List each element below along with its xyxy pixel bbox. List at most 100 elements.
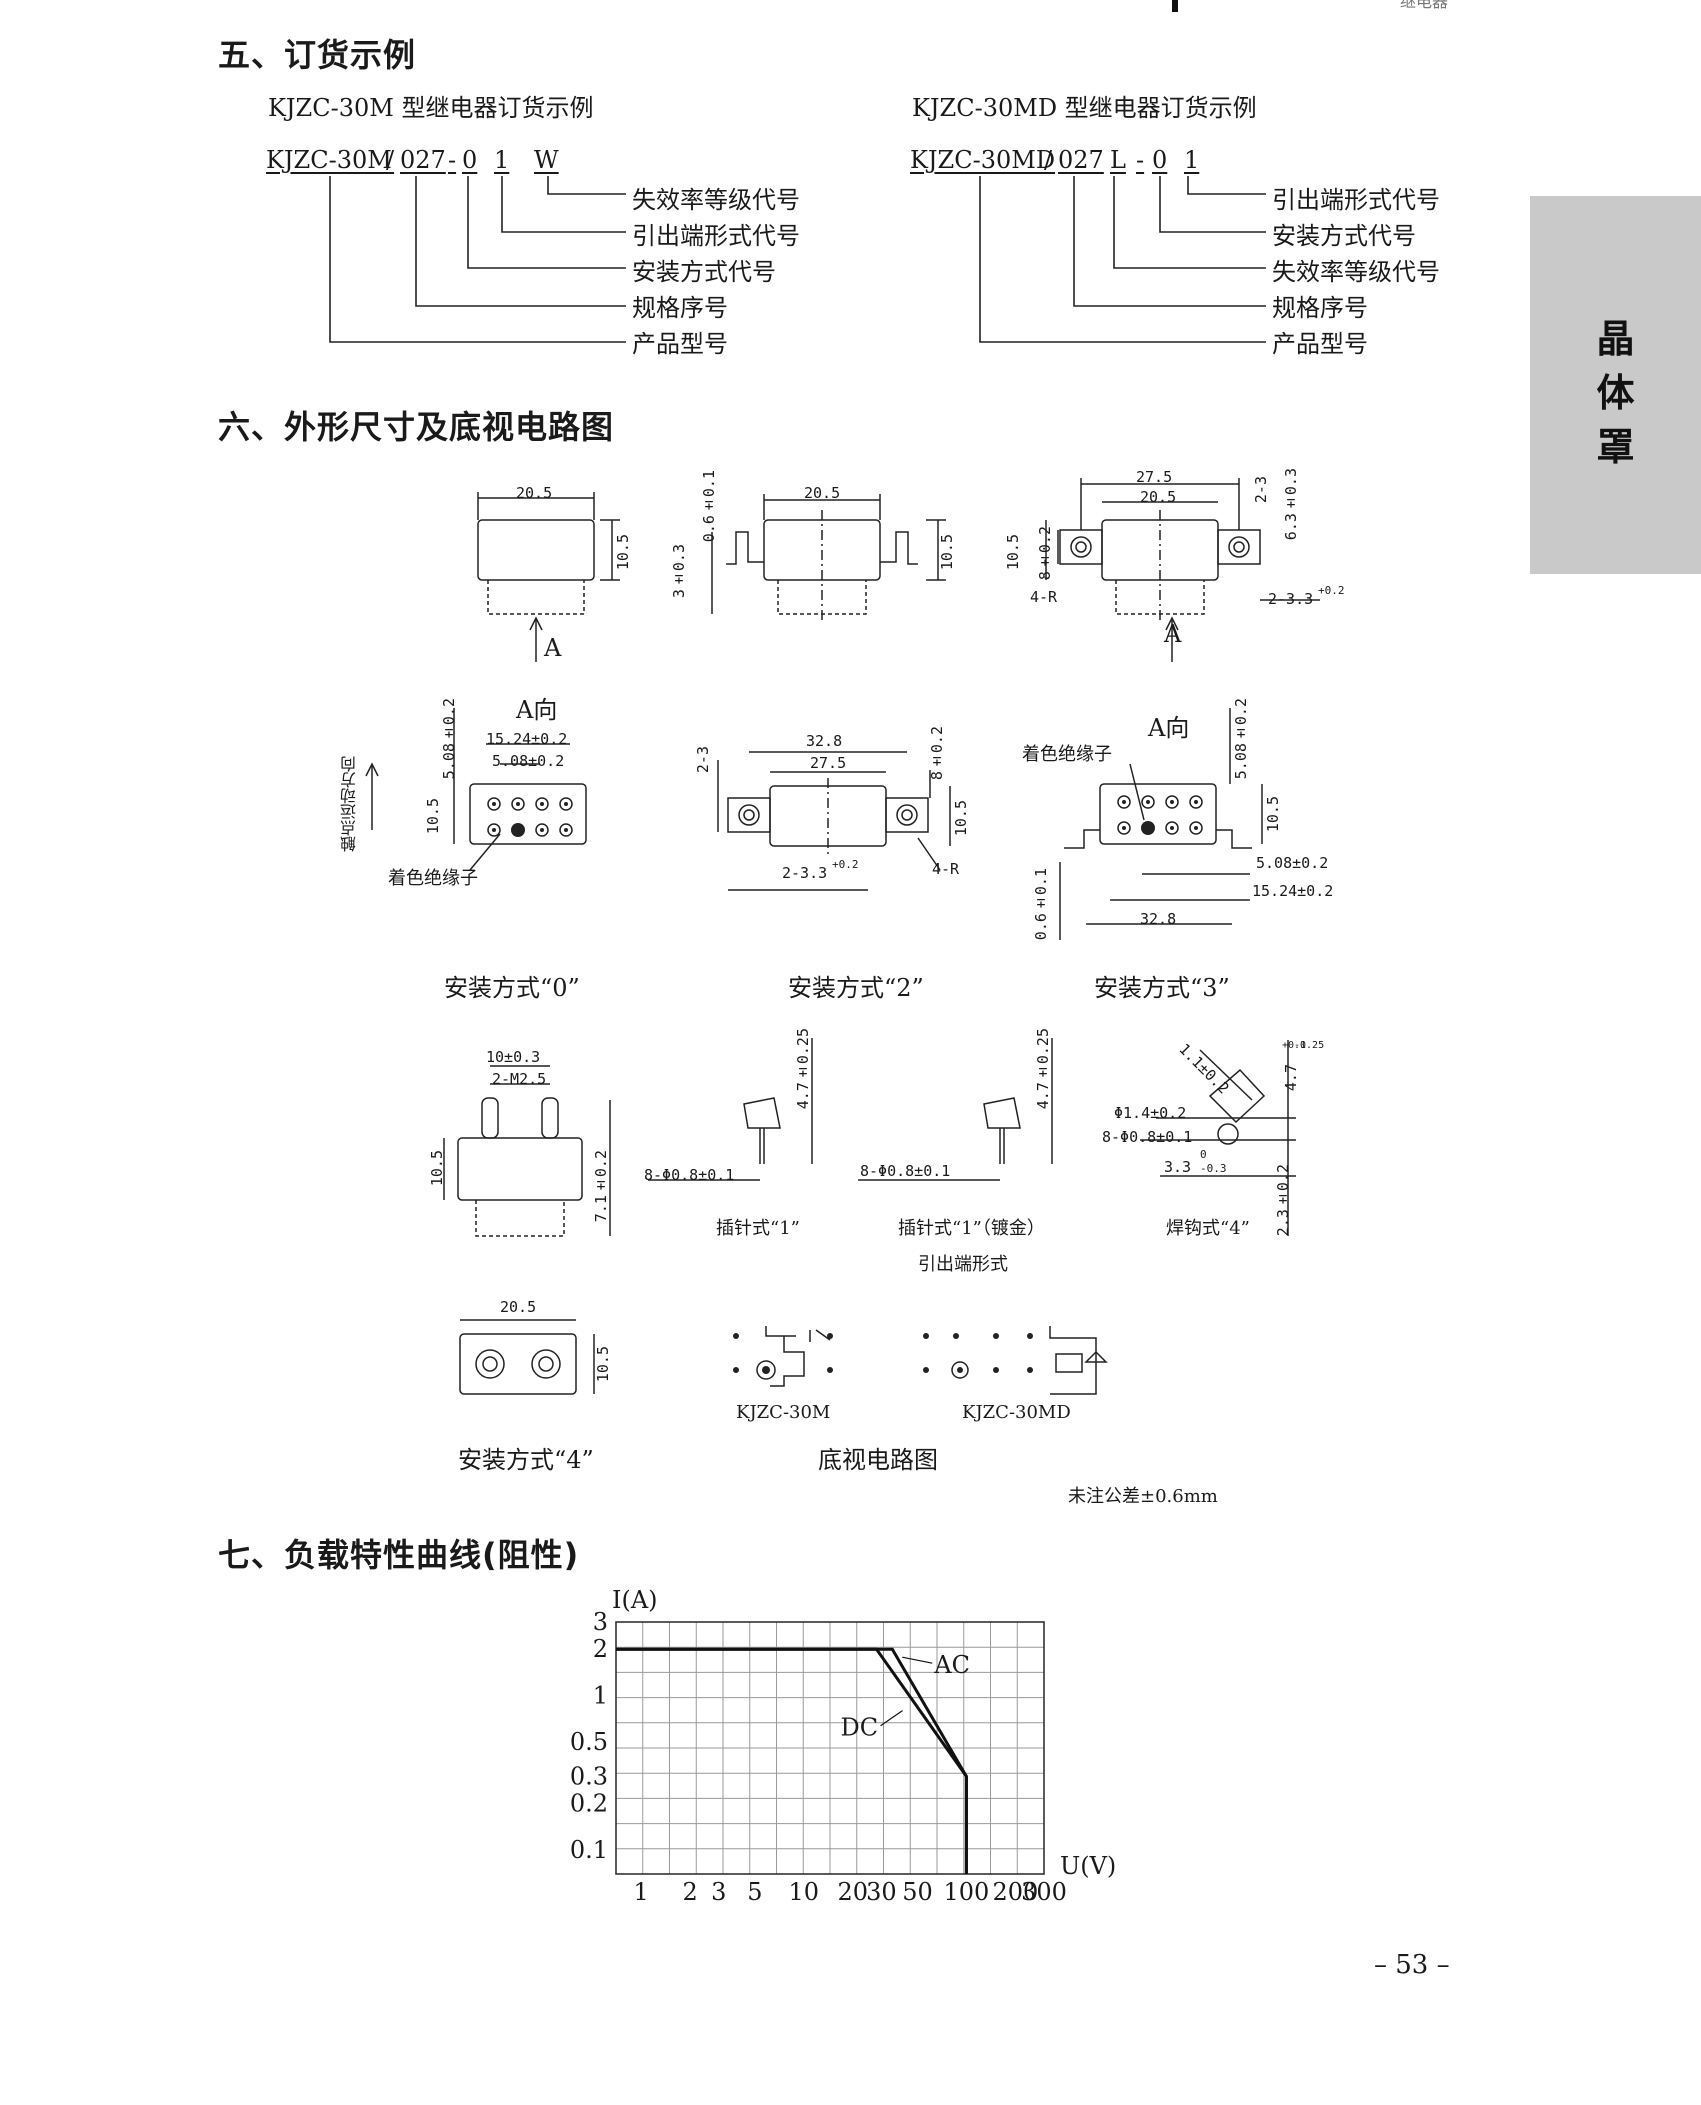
pin-dots-b (1117, 795, 1203, 835)
code-part: 027 (1058, 146, 1104, 174)
code-part: 1 (1184, 146, 1200, 174)
y-tick-label: 0.2 (570, 1790, 608, 1818)
dim-label: 8-Φ0.8±0.1 (860, 1162, 951, 1180)
code-part: KJZC-30M (266, 146, 392, 174)
code-part: W (534, 146, 559, 174)
dim-label: 15.24±0.2 (1252, 882, 1334, 900)
order-label: 引出端形式代号 (632, 222, 800, 250)
mount-caption: 安装方式“2” (788, 974, 924, 1002)
section-title-dimensions: 六、外形尺寸及底视电路图 (218, 408, 615, 446)
x-tick-label: 200 (992, 1878, 1038, 1906)
dim-label: 20.5 (516, 484, 553, 502)
x-tick-label: 50 (902, 1878, 933, 1906)
x-tick-label: 1 (634, 1878, 649, 1906)
order-label: 规格序号 (632, 294, 728, 322)
dim-label: +0.2 (832, 858, 859, 871)
section-title-ordering: 五、订货示例 (218, 36, 417, 74)
order-title-md: KJZC-30MD 型继电器订货示例 (912, 94, 1257, 122)
dim-label: 32.8 (806, 732, 843, 750)
dim-label: 15.24±0.2 (486, 730, 568, 748)
code-part: / (386, 146, 395, 174)
dim-label: 5.08±0.2 (1256, 854, 1329, 872)
dim-label: 20.5 (500, 1298, 537, 1316)
insulator-label: 着色绝缘子 (1022, 744, 1112, 765)
dim-label: 32.8 (1140, 910, 1177, 928)
x-tick-label: 3 (711, 1878, 726, 1906)
dim-label: -0.25 (1294, 1040, 1325, 1051)
dim-label: +0.1 (1282, 1040, 1307, 1051)
dim-label: 10±0.3 (486, 1048, 541, 1066)
order-label: 产品型号 (632, 330, 728, 358)
order-label: 失效率等级代号 (632, 186, 800, 214)
order-label: 安装方式代号 (632, 258, 776, 286)
circuit-label-m: KJZC-30M (736, 1402, 831, 1423)
y-tick-label: 0.3 (570, 1762, 608, 1790)
section-title-load-curve: 七、负载特性曲线(阻性) (218, 1536, 580, 1574)
series-label-ac: AC (933, 1651, 970, 1679)
plot-frame (615, 1621, 1045, 1875)
y-tick-label: 2 (593, 1635, 608, 1663)
dim-label: Φ1.4±0.2 (1114, 1104, 1187, 1122)
y-axis-label: I(A) (612, 1586, 658, 1614)
terminal-caption: 插针式“1” (716, 1218, 800, 1239)
code-part: KJZC-30MD (910, 146, 1056, 174)
side-tab: 晶 体 罩 (1530, 196, 1701, 574)
pin-dots-a (487, 797, 573, 837)
arrow-a-label: A (544, 634, 562, 662)
code-part: / (1044, 146, 1053, 174)
side-tab-char: 晶 (1596, 317, 1635, 361)
dim-label: 2-M2.5 (492, 1070, 547, 1088)
series-label-dc: DC (841, 1714, 879, 1742)
y-tick-label: 0.5 (570, 1728, 608, 1756)
dim-label: 0 (1200, 1148, 1207, 1161)
x-tick-label: 300 (1021, 1878, 1067, 1906)
dim-label: 2-3.3 (782, 864, 828, 882)
insulator-label: 着色绝缘子 (388, 868, 478, 889)
y-tick-label: 3 (593, 1608, 608, 1636)
y-tick-label: 0.1 (570, 1836, 608, 1864)
dim-label: 4-R (932, 860, 960, 878)
dim-label: 3.3 (1164, 1158, 1192, 1176)
circuit-dots (733, 1333, 1033, 1380)
x-axis-label: U(V) (1060, 1852, 1116, 1880)
code-part: L (1110, 146, 1126, 174)
side-tab-char: 罩 (1596, 425, 1635, 469)
tolerance-note: 未注公差±0.6mm (1068, 1486, 1218, 1507)
y-tick-label: 1 (593, 1682, 608, 1710)
order-label: 引出端形式代号 (1272, 186, 1440, 214)
order-label: 规格序号 (1272, 294, 1368, 322)
header-mark (1172, 0, 1178, 12)
circuit-title: 底视电路图 (818, 1446, 938, 1474)
circuit-label-md: KJZC-30MD (962, 1402, 1071, 1423)
series-line-ac (616, 1647, 968, 1874)
a-view-label: A向 (516, 696, 558, 724)
arrow-a-label: A (1164, 620, 1182, 648)
mount-caption: 安装方式“3” (1094, 974, 1230, 1002)
terminal-forms-caption: 引出端形式 (918, 1254, 1008, 1275)
dim-label: 20.5 (1140, 488, 1177, 506)
order-label: 安装方式代号 (1272, 222, 1416, 250)
order-title-m: KJZC-30M 型继电器订货示例 (268, 94, 594, 122)
x-tick-label: 20 (837, 1878, 868, 1906)
chart-grid (615, 1621, 1045, 1875)
x-tick-label: 100 (944, 1878, 990, 1906)
dim-label: 4-R (1030, 588, 1058, 606)
code-part: - (1136, 146, 1145, 174)
dim-label: 5.08±0.2 (492, 752, 565, 770)
order-label: 失效率等级代号 (1272, 258, 1440, 286)
side-tab-char: 体 (1596, 371, 1635, 415)
x-tick-label: 10 (789, 1878, 820, 1906)
dim-label: 20.5 (804, 484, 841, 502)
order-label: 产品型号 (1272, 330, 1368, 358)
x-tick-label: 30 (866, 1878, 897, 1906)
code-part: 1 (494, 146, 510, 174)
dim-label: +0.2 (1318, 584, 1345, 597)
chart-axes: I(A) U(V) (612, 1586, 1116, 1880)
x-tick-label: 5 (747, 1878, 762, 1906)
dim-label: -0.3 (1200, 1162, 1227, 1175)
terminal-caption: 焊钩式“4” (1166, 1218, 1250, 1239)
